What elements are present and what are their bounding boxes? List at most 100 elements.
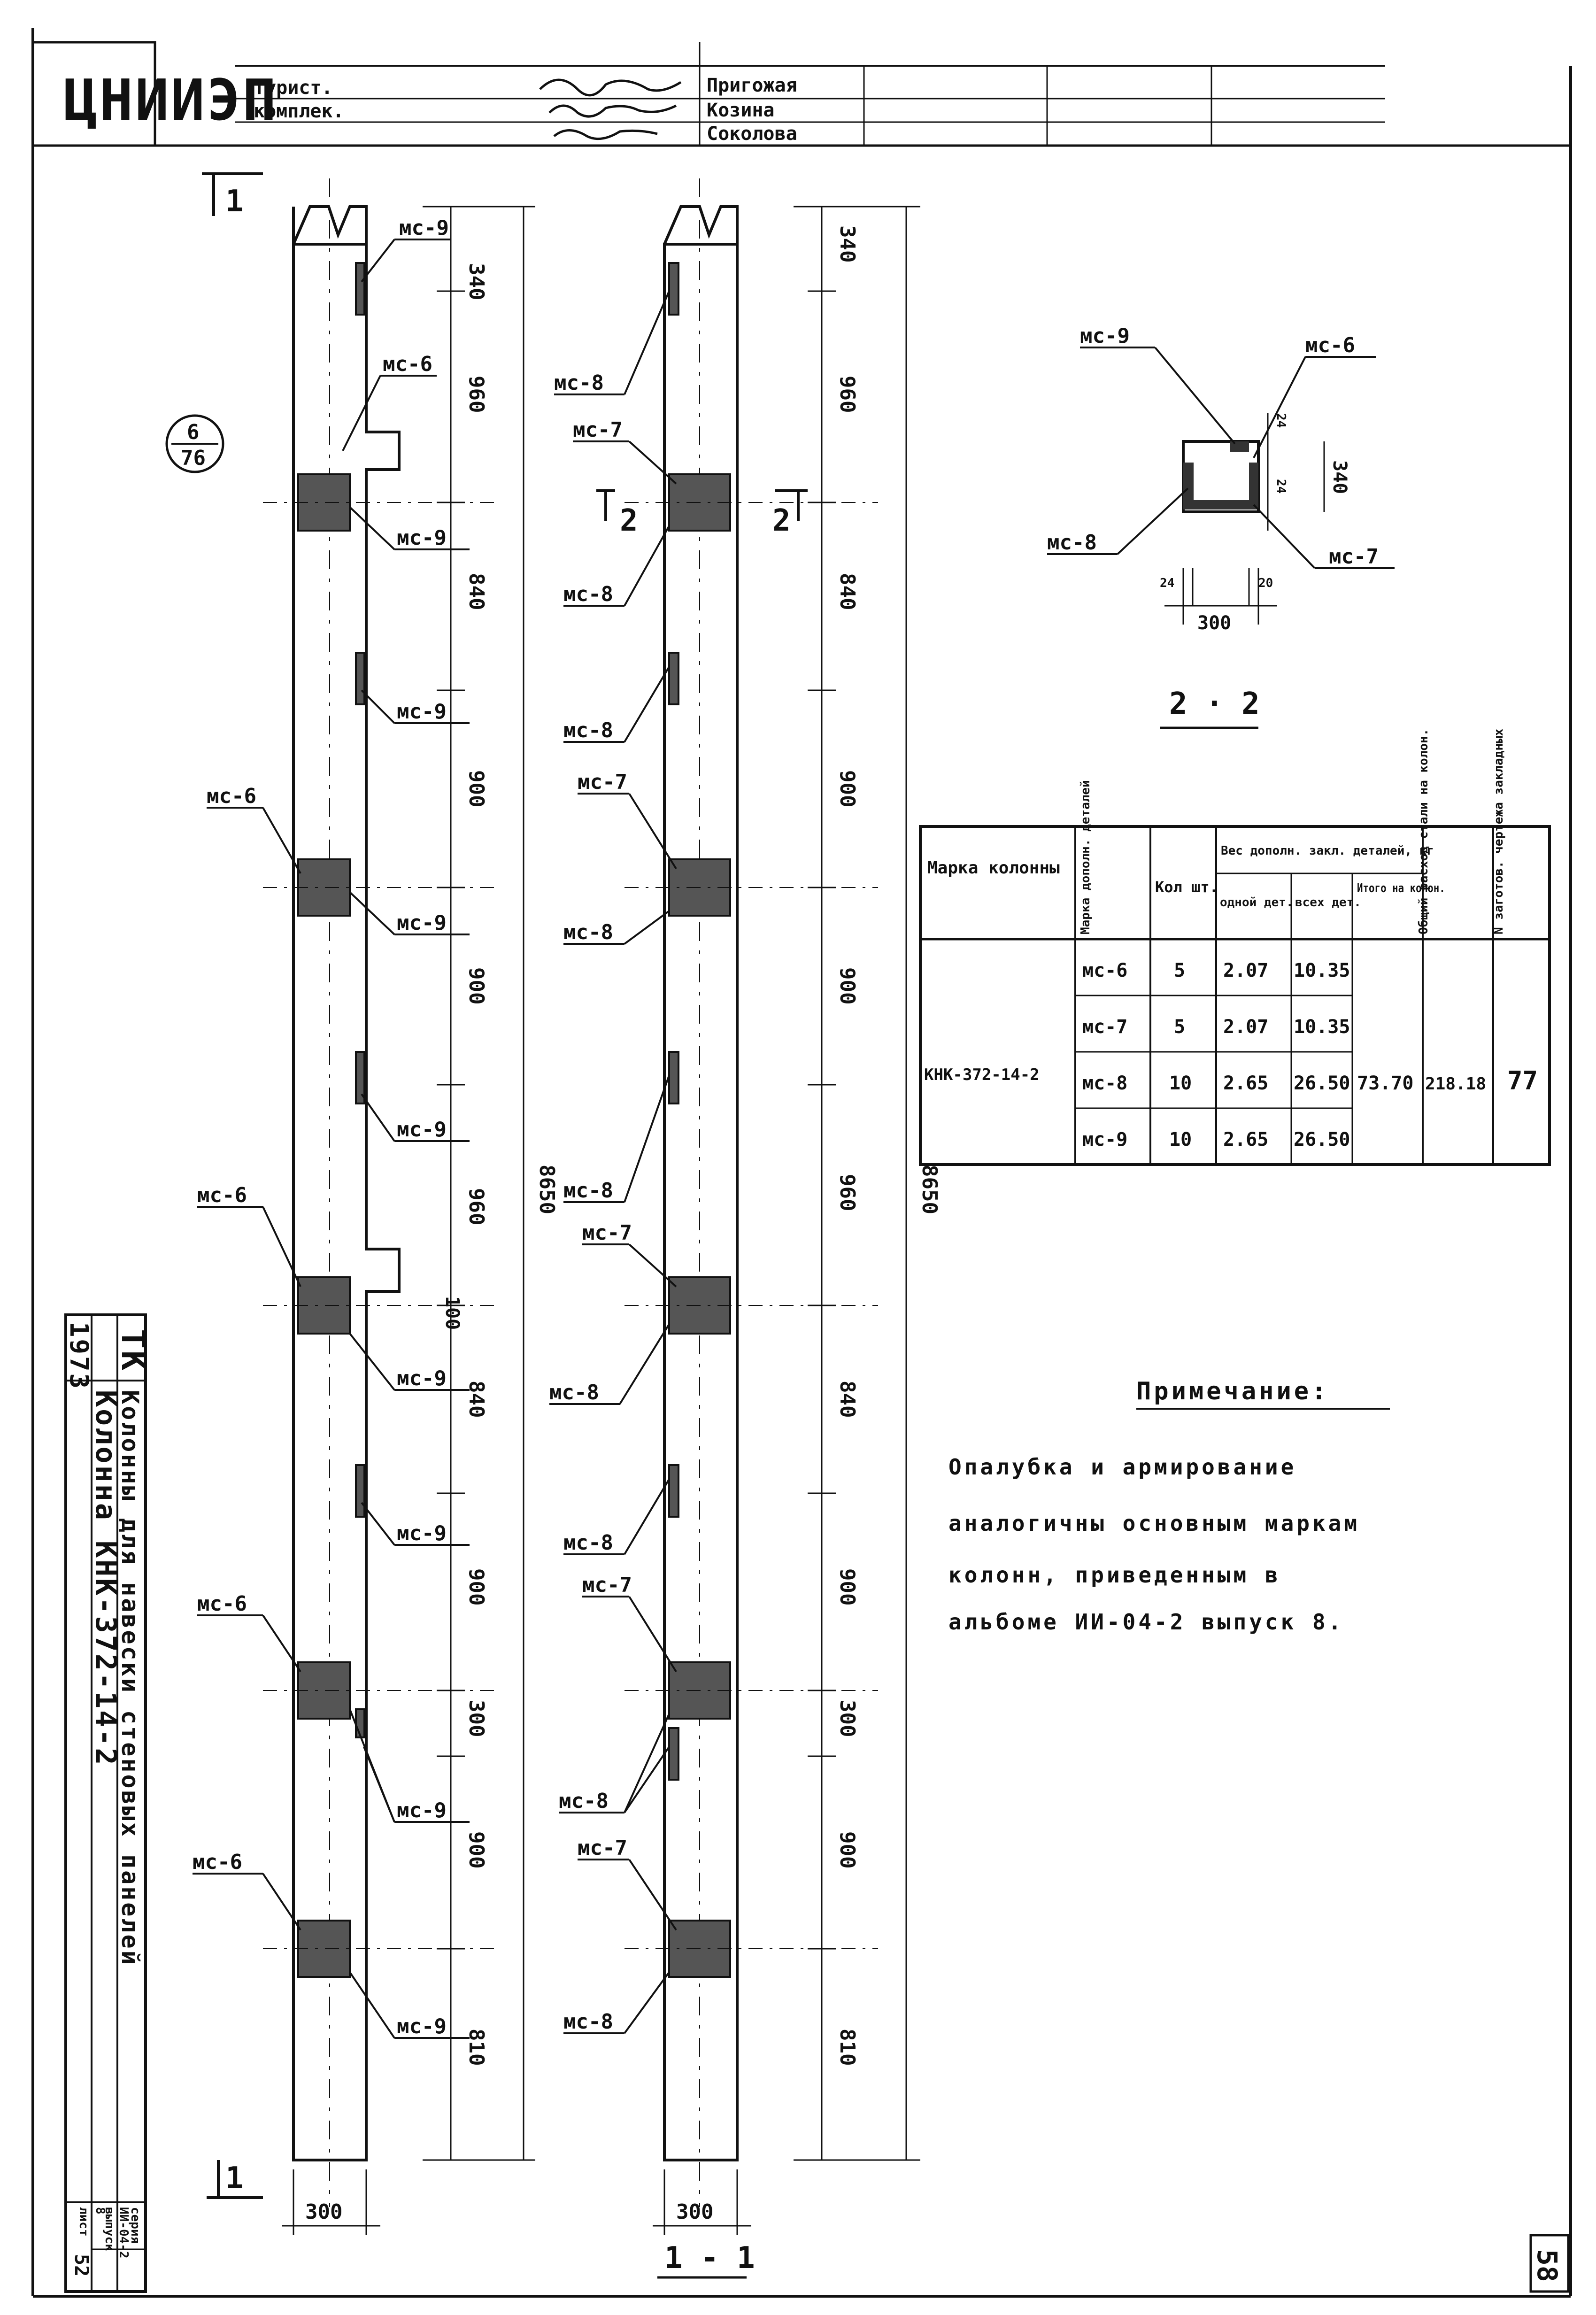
dim-1-900-a: 900 xyxy=(464,770,488,807)
label-c2-ms7-d: мс-7 xyxy=(582,1573,632,1597)
dim-1-960: 960 xyxy=(464,376,488,413)
label-c1-ms9-d: мс-9 xyxy=(397,1118,447,1142)
stamp-title: Колонны для навески стеновых панелей xyxy=(116,1390,144,1967)
dim-2-840-a: 840 xyxy=(835,573,859,610)
row-1-qty: 5 xyxy=(1174,960,1185,981)
label-c1-ms6-a: мс-6 xyxy=(383,352,432,376)
label-c1-ms6-d: мс-6 xyxy=(197,1592,247,1616)
section-mark-top-label: 1 xyxy=(225,184,244,219)
signature-3 xyxy=(553,129,658,140)
section-2-2-dim-300: 300 xyxy=(1197,612,1231,634)
label-c1-ms9-g: мс-9 xyxy=(397,1798,447,1822)
dimension-texts-1: 340 960 840 900 900 960 100 840 900 300 … xyxy=(441,263,559,2066)
dimension-chain-1 xyxy=(423,206,535,2161)
table-column-mark: КНК-372-14-2 xyxy=(924,1065,1040,1084)
row-2-all: 10.35 xyxy=(1294,1016,1350,1038)
row-1-one: 2.07 xyxy=(1223,960,1268,981)
label-c2-ms8-h: мс-8 xyxy=(559,1789,609,1813)
table-head-all: всех дет. xyxy=(1295,895,1361,910)
label-c2-ms8-a: мс-8 xyxy=(554,371,604,395)
dim-2-960-b: 960 xyxy=(835,1174,859,1211)
section-2-2-detail: мс-9 мс-6 мс-8 мс-7 24 24 340 24 20 300 … xyxy=(1047,324,1395,729)
dim-1-900-d: 900 xyxy=(464,1831,488,1868)
label-c2-ms8-g: мс-8 xyxy=(563,1531,613,1555)
label-c1-ms9-b: мс-9 xyxy=(397,700,447,724)
row-3-qty: 10 xyxy=(1169,1073,1192,1094)
width-dim-2: 300 xyxy=(676,2200,713,2224)
width-dims: 300 300 1 - 1 xyxy=(282,2169,755,2279)
label-c1-ms6-c: мс-6 xyxy=(197,1183,247,1207)
section-mark-top: 1 xyxy=(202,172,263,219)
dim-2-340: 340 xyxy=(835,225,859,262)
note-line-2: аналогичны основным маркам xyxy=(948,1511,1360,1536)
signer-name-2: Козина xyxy=(707,100,775,121)
sheet-frame xyxy=(31,28,1572,2298)
dim-1-total: 8650 xyxy=(535,1165,559,1214)
section-2-2-dim-24a: 24 xyxy=(1274,413,1288,428)
spec-table: Марка колонны Марка дополн. деталей Кол … xyxy=(919,729,1551,1166)
section-2-marks: 2 2 xyxy=(596,489,808,538)
logo-text: ЦНИИЭП xyxy=(63,68,278,133)
signature-2 xyxy=(548,104,677,118)
stamp-sheet: 52 xyxy=(70,2254,92,2276)
stamp-year: 1973 xyxy=(64,1322,94,1390)
row-3-one: 2.65 xyxy=(1223,1073,1268,1094)
circle-ref-bottom: 76 xyxy=(181,446,206,470)
section-2-2-ms9: мс-9 xyxy=(1080,324,1130,348)
table-head-weight: Вес дополн. закл. деталей, кг xyxy=(1221,844,1434,858)
table-head-part: Марка дополн. деталей xyxy=(1079,780,1093,934)
detail-reference-circle: 6 76 xyxy=(165,414,224,473)
dim-2-300: 300 xyxy=(835,1700,859,1737)
dim-2-900-b: 900 xyxy=(835,967,859,1004)
note-line-1: Опалубка и армирование xyxy=(948,1454,1296,1480)
dim-1-340: 340 xyxy=(464,263,488,300)
signature-1 xyxy=(539,78,682,97)
note-title: Примечание: xyxy=(1136,1377,1329,1405)
table-head-total: Итого на колон. xyxy=(1357,881,1445,895)
label-c2-ms8-c: мс-8 xyxy=(563,718,613,742)
section-mark-bottom-label: 1 xyxy=(225,2161,244,2196)
section-mark-bottom: 1 xyxy=(207,2160,263,2199)
row-1-all: 10.35 xyxy=(1294,960,1350,981)
stamp-subtitle: Колонна КНК-372-14-2 xyxy=(89,1390,122,1767)
stamp-issue: 8 xyxy=(93,2207,107,2215)
table-head-drawing: N заготов. чертежа закладных xyxy=(1492,729,1506,934)
title-block: ЦНИИЭП турист. комплек. Пригожая Козина … xyxy=(31,41,1385,147)
stamp-code: ТК xyxy=(114,1329,153,1372)
label-c1-ms6-e: мс-6 xyxy=(193,1850,242,1874)
dim-1-300: 300 xyxy=(464,1700,488,1737)
page-number: 58 xyxy=(1531,2249,1563,2282)
table-head-per-one: одной дет. xyxy=(1220,895,1294,910)
section-2-2-dim-340: 340 xyxy=(1329,460,1350,494)
label-c2-ms7-b: мс-7 xyxy=(578,770,627,794)
dim-1-840-b: 840 xyxy=(464,1381,488,1418)
table-head-steel: Общий расход стали на колон. xyxy=(1417,729,1431,934)
stamp-sheet-label: лист xyxy=(77,2207,91,2237)
row-3-part: мс-8 xyxy=(1082,1073,1127,1094)
dim-2-810: 810 xyxy=(835,2029,859,2066)
row-4-all: 26.50 xyxy=(1294,1129,1350,1150)
row-2-part: мс-7 xyxy=(1082,1016,1127,1038)
dim-1-900-b: 900 xyxy=(464,967,488,1004)
note-line-3: колонн, приведенным в xyxy=(948,1562,1281,1588)
note-line-4: альбоме ИИ-04-2 выпуск 8. xyxy=(948,1609,1344,1635)
row-2-qty: 5 xyxy=(1174,1016,1185,1038)
dim-2-total: 8650 xyxy=(918,1165,941,1214)
table-total: 73.70 xyxy=(1357,1073,1413,1094)
signer-name-3: Соколова xyxy=(707,123,797,145)
row-1-part: мс-6 xyxy=(1082,960,1127,981)
label-c1-ms9-h: мс-9 xyxy=(397,2014,447,2038)
section-2-2-dim-20: 20 xyxy=(1258,576,1273,590)
dim-2-900-d: 900 xyxy=(835,1831,859,1868)
section-2-2-dim-24c: 24 xyxy=(1160,576,1174,590)
row-4-part: мс-9 xyxy=(1082,1129,1127,1150)
stamp-issue-label: выпуск xyxy=(102,2207,116,2251)
section-2-2-dim-24b: 24 xyxy=(1274,479,1288,494)
section-2-2-ms8: мс-8 xyxy=(1047,531,1097,555)
row-4-qty: 10 xyxy=(1169,1129,1192,1150)
section-2-2-ms7: мс-7 xyxy=(1329,545,1379,569)
dim-2-840-b: 840 xyxy=(835,1381,859,1418)
table-steel: 218.18 xyxy=(1425,1074,1486,1094)
